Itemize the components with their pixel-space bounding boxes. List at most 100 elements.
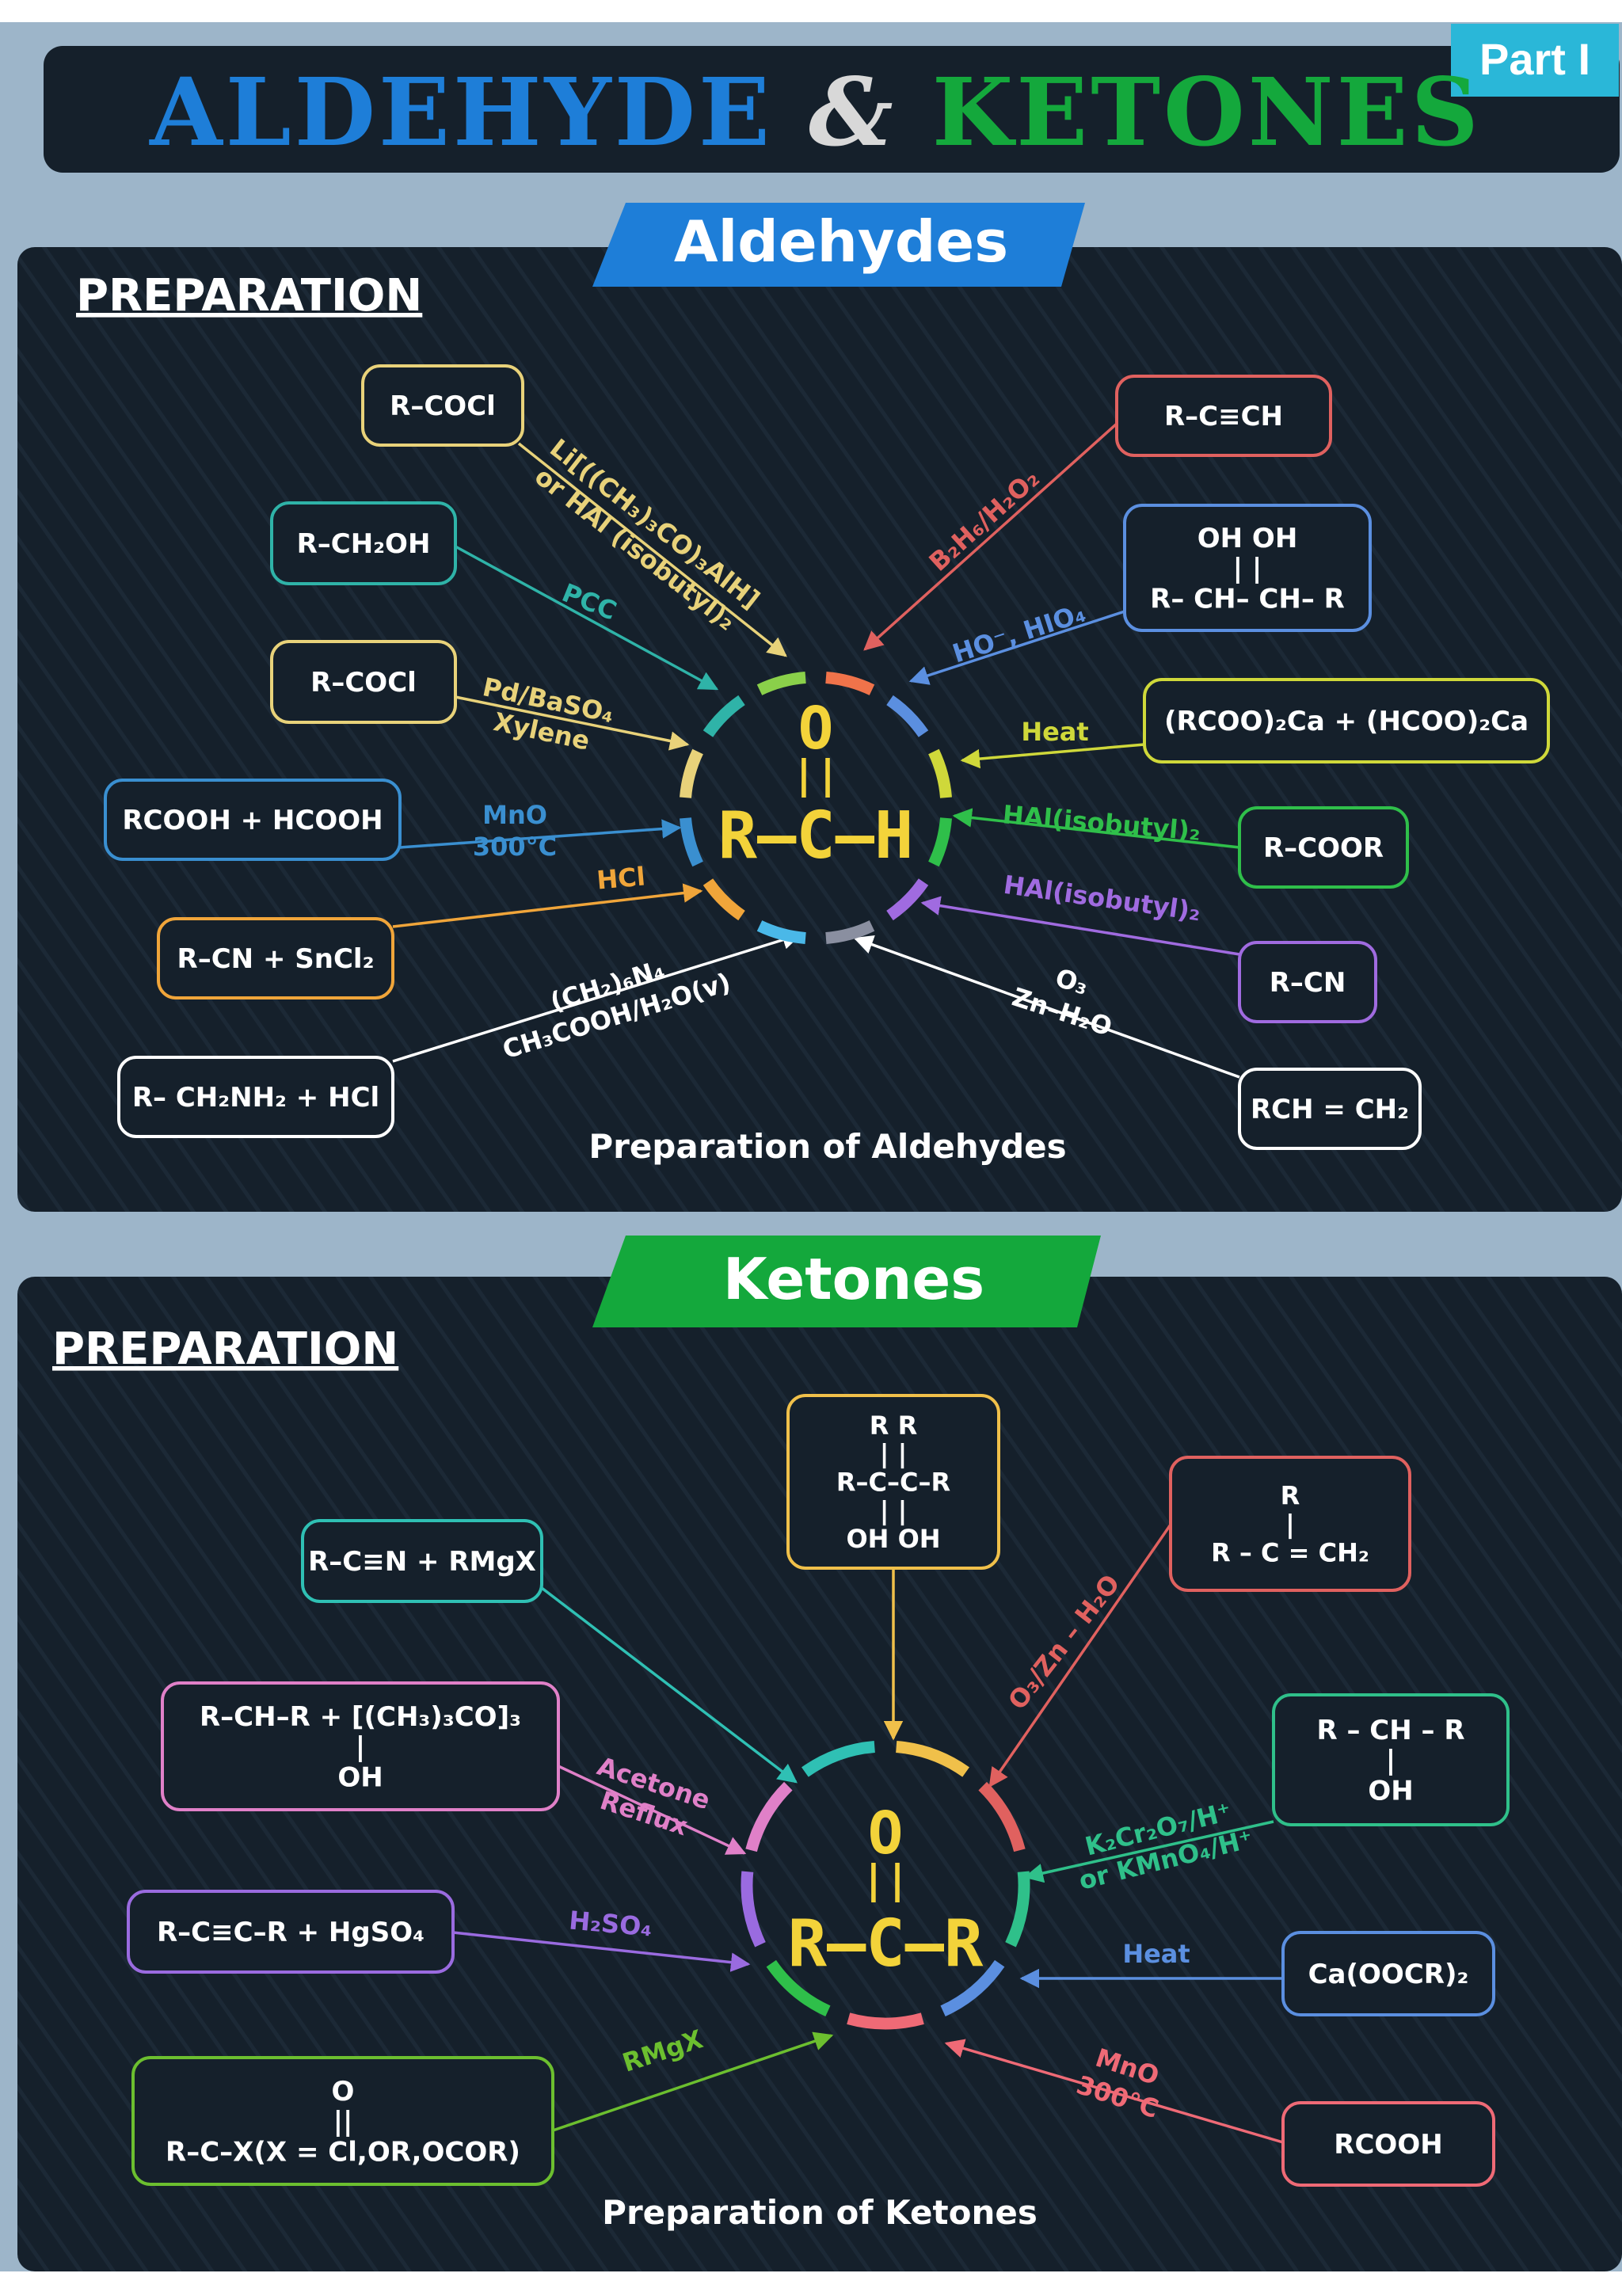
reactant-r3: R–COCl [270,640,457,724]
reactant-k6: O||R–C–X(X = Cl,OR,OCOR) [131,2056,554,2186]
reactant-r4: RCOOH + HCOOH [104,779,402,861]
reaction-arrow-r10 [952,808,1240,849]
title-aldehyde: ALDEHYDE [149,57,773,167]
reactant-k7: R – CH – R|OH [1272,1693,1510,1826]
ketone-ring-segment [940,1959,1005,2017]
aldehyde-ring-segment [702,878,745,921]
reaction-arrow-r12 [853,935,1240,1079]
reaction-arrow-k6 [552,2031,834,2132]
aldehyde-center-bond: || [792,752,840,798]
reactant-k1: R R| |R–C–C–R| |OH OH [786,1394,1000,1570]
aldehydes-caption: Preparation of Aldehydes [588,1127,1066,1166]
aldehyde-center-oxygen: O [798,695,834,763]
reactant-formula-line: | | [880,1495,908,1526]
reactant-r10: R–COOR [1238,806,1409,889]
reactant-box [270,640,457,724]
aldehyde-ring-segment [756,672,806,695]
reactant-formula: R–COCl [390,390,496,422]
reagent-label-k8: Heat [1122,1939,1190,1969]
reactant-r5: R–CN + SnCl₂ [157,917,394,1000]
reactant-box [301,1519,543,1603]
reactant-formula: R–C≡N + RMgX [308,1546,536,1578]
reactant-k3: R–C≡N + RMgX [301,1519,543,1603]
reactant-r12: RCH = CH₂ [1238,1068,1422,1150]
reaction-arrow-k9 [944,2039,1284,2144]
reactant-k8: Ca(OOCR)₂ [1281,1931,1495,2016]
reactant-formula-line: R–C–C–R [836,1468,950,1498]
reactant-formula-line: R R [870,1411,917,1441]
ketone-center-oxygen: O [868,1799,904,1868]
part-badge-label: Part I [1479,34,1590,84]
reactant-box [1123,504,1372,632]
reactant-formula: Ca(OOCR)₂ [1308,1959,1469,1990]
ketone-ring-segment [1005,1871,1030,1948]
aldehyde-ring-segment [825,920,875,944]
ketone-ring-segment [741,1871,766,1948]
ketone-ring-segment [978,1781,1026,1852]
reaction-arrow-r6 [392,930,802,1063]
reactant-box [1238,941,1377,1023]
reagent-label-r9: Heat [1021,717,1088,747]
reactant-formula: R–CN + SnCl₂ [177,943,375,975]
reactant-formula-line: OH [1368,1775,1413,1807]
reactant-r11: R–CN [1238,941,1377,1023]
reactant-formula-line: R [1281,1481,1300,1511]
ketone-center-formula: R–C–R [788,1906,984,1982]
reactant-formula-line: | | [1233,553,1262,584]
reactant-formula: R–C≡C–R + HgSO₄ [157,1917,425,1948]
reagent-text: Heat [1021,717,1088,747]
reactant-formula-line: | [1285,1510,1295,1540]
aldehyde-ring-segment [756,920,806,944]
reactant-box [131,2056,554,2186]
reactant-box [1238,1068,1422,1150]
ketone-ring-segment [801,1741,876,1777]
reaction-arrow-r9 [960,743,1145,769]
ketone-center-structure: O || R–C–R [788,1799,984,1982]
reactant-box [1169,1456,1411,1592]
reaction-arrow-r3 [455,695,690,751]
reactant-box [1143,678,1550,763]
aldehyde-ring-segment [886,695,929,737]
title-ampersand: & [809,57,897,167]
reactant-formula: R– CH₂NH₂ + HCl [132,1082,379,1114]
reactant-formula: R–CH₂OH [297,528,431,560]
ketone-ring-segment [847,2012,924,2030]
reagent-text: HCl [596,861,646,895]
aldehyde-ring-segment [886,878,929,921]
aldehydes-section-label: PREPARATION [76,270,422,322]
reactant-formula-line: O [332,2076,355,2108]
reagent-text: Heat [1122,1939,1190,1969]
reaction-arrow-k2 [988,1524,1172,1788]
reactant-k5: R–C≡C–R + HgSO₄ [127,1890,455,1974]
reactant-box [127,1890,455,1974]
reactant-box [104,779,402,861]
reactant-formula-line: R–C–X(X = Cl,OR,OCOR) [166,2136,520,2168]
reactant-box [1281,2101,1495,2187]
ketone-center-bond: || [862,1856,909,1902]
aldehyde-ring-segment [928,817,952,867]
reactant-box [161,1681,560,1811]
reactant-formula: RCH = CH₂ [1251,1094,1409,1125]
aldehyde-center-structure: O || R–C–H [718,695,914,874]
reactant-box [1115,375,1332,457]
reactant-formula-line: R – C = CH₂ [1211,1537,1369,1567]
reactant-box [1281,1931,1495,2016]
reaction-arrow-r1 [517,442,787,657]
reactant-formula-line: R–CH–R + [(CH₃)₃CO]₃ [200,1701,521,1733]
header: Part I ALDEHYDE & KETONES [44,24,1620,173]
aldehyde-ring-segment [702,695,745,737]
reagent-text: 300°C [473,832,557,862]
part-badge [1451,24,1619,97]
aldehydes-banner-label: Aldehydes [674,208,1008,275]
header-bar [44,46,1620,173]
reactant-formula-line: OH OH [1197,523,1298,554]
ketones-banner-label: Ketones [723,1246,984,1312]
aldehydes-banner [592,203,1085,287]
reactant-box [270,501,457,585]
reactant-k4: R–CH–R + [(CH₃)₃CO]₃|OH [161,1681,560,1811]
reaction-arrow-k7 [1023,1820,1274,1883]
reactant-formula-line: R – CH – R [1316,1715,1464,1746]
reactant-formula: R–COOR [1263,832,1384,864]
reagent-text: MnO [482,800,547,830]
reactant-formula-line: | [356,1731,365,1763]
